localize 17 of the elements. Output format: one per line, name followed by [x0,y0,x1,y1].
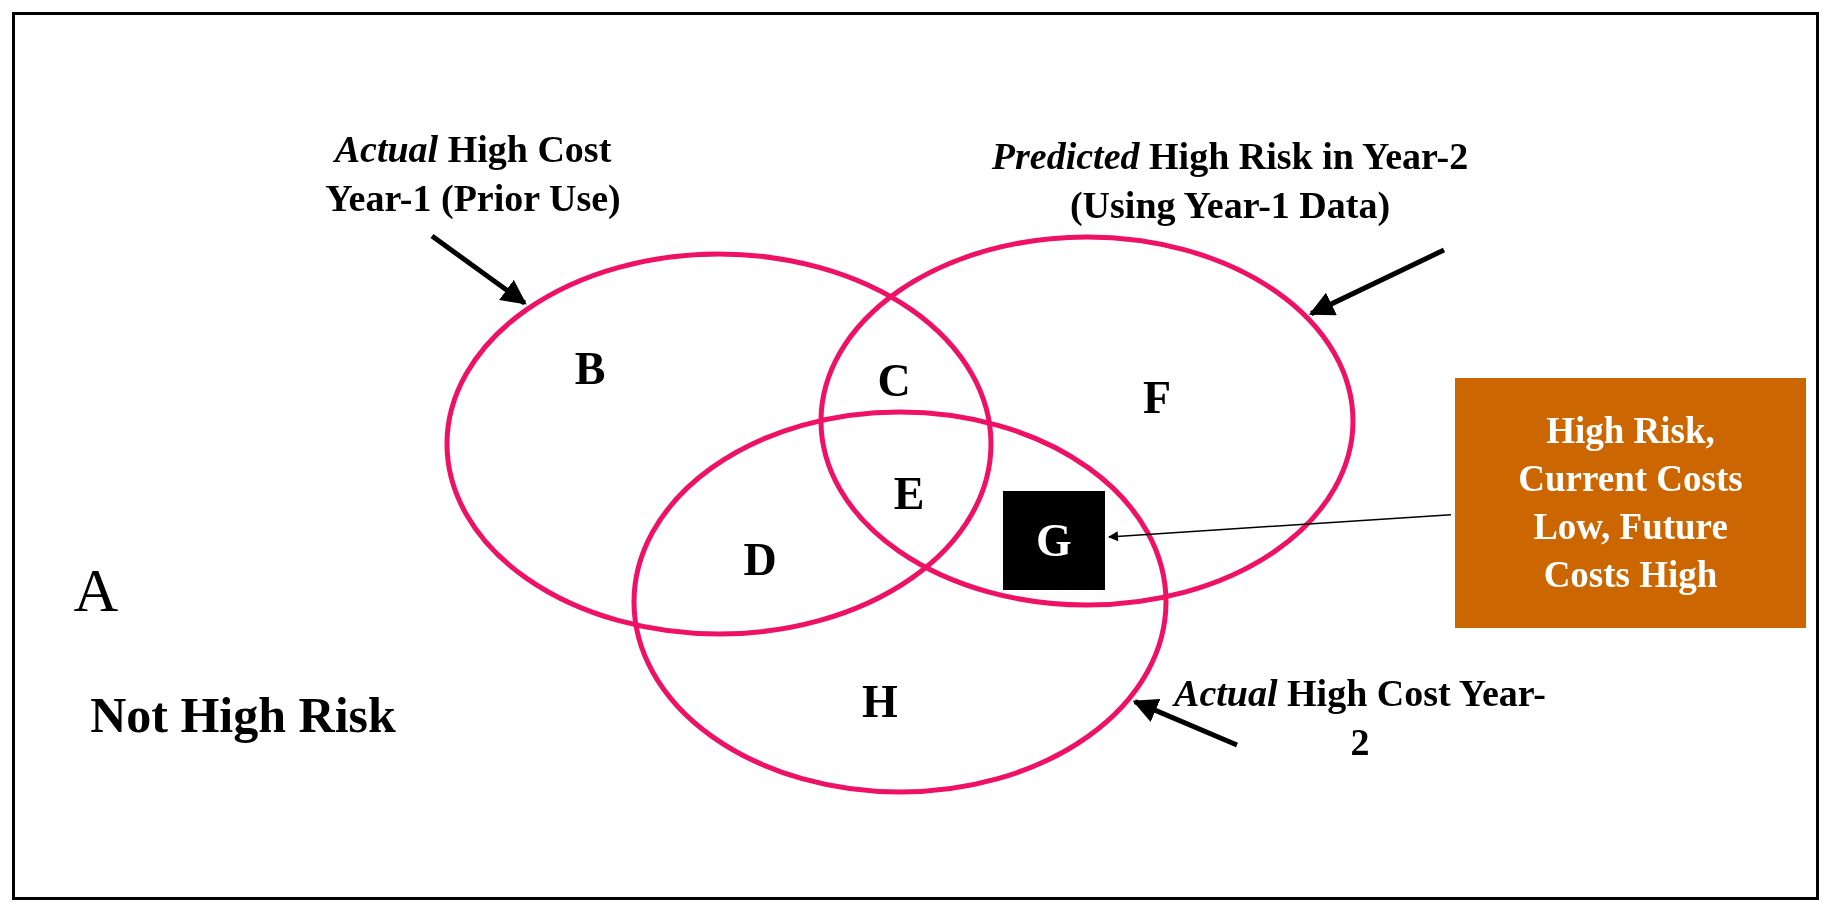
note-box: High Risk, Current Costs Low, Future Costs High [1455,378,1806,628]
arrow [1132,698,1238,748]
region-box: G [1003,491,1105,590]
region-letter: E [893,466,925,520]
set-callout-text: Actual High Cost Year- 2 [1171,670,1547,765]
set-callout-text: Predicted High Risk in Year-2 (Using Year-1 Data) [990,133,1470,228]
set-callout-text: Actual High Cost Year-1 (Prior Use) [324,126,622,221]
region-letter: B [574,341,606,395]
region-letter: C [877,353,911,407]
region-label: Not High Risk [90,686,396,744]
leader-line [1108,513,1452,542]
region-letter: D [743,532,777,586]
region-letter: F [1142,370,1172,424]
region-letter: H [862,674,898,728]
region-letter: A [73,554,119,626]
arrow [1308,247,1446,316]
arrow [430,233,527,306]
